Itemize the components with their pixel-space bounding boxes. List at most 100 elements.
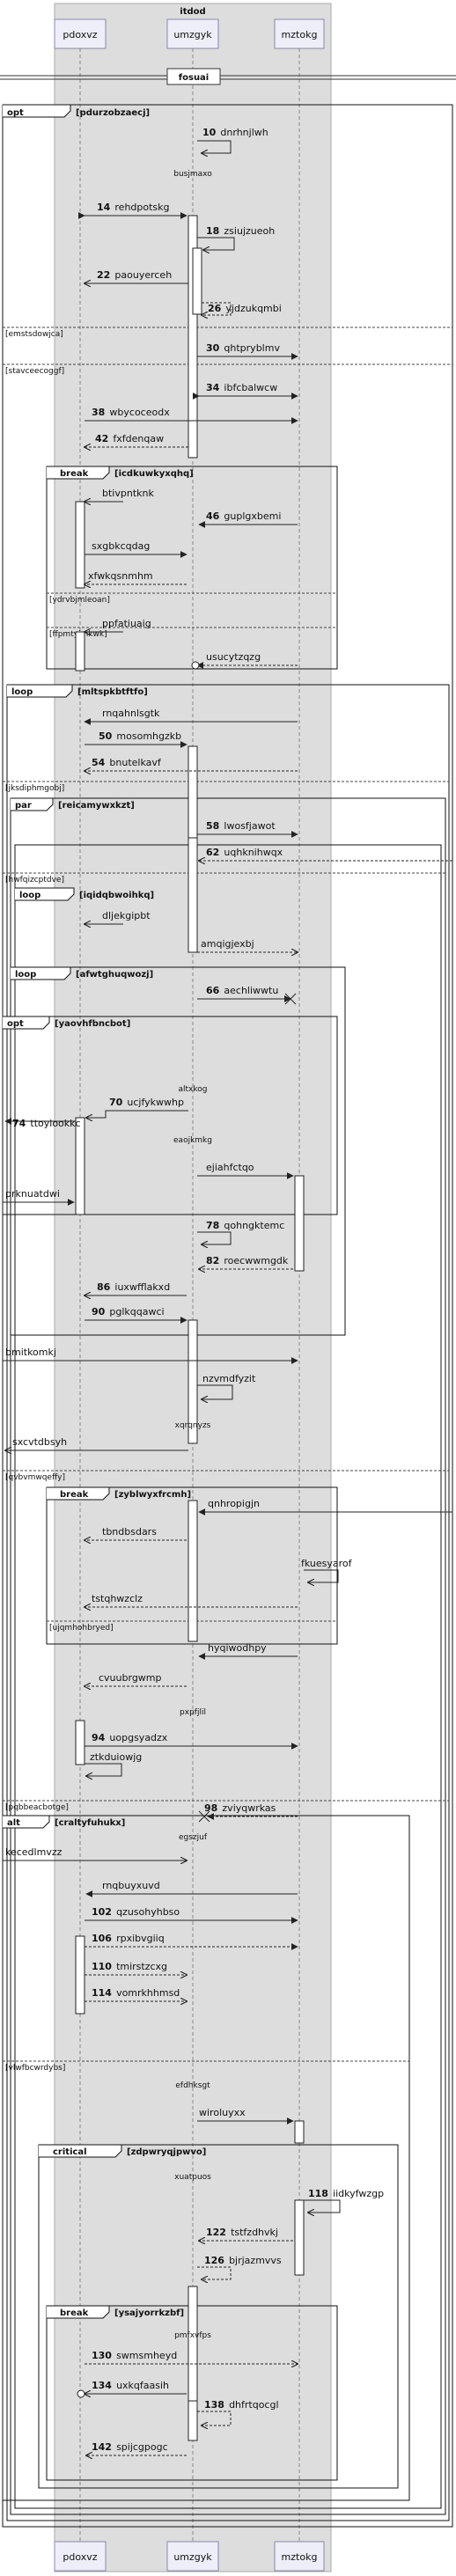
participant-head-pdoxvz[interactable]: pdoxvz <box>54 18 107 49</box>
frame-condition: [craltyfuhukx] <box>55 1818 125 1828</box>
msg-label: 86 iuxwfflakxd <box>97 1277 170 1294</box>
note: pmfxvfps <box>174 2331 211 2340</box>
note: altxkog <box>179 1085 208 1094</box>
frame-condition: [yaovhfbncbot] <box>55 1019 130 1029</box>
msg-label: 22 paouyerceh <box>97 265 172 282</box>
msg-label: 70 ucjfykwwhp <box>109 1092 184 1109</box>
section-label: [stavceecoggf] <box>5 367 64 376</box>
frame-condition: [icdkuwkyxqhq] <box>114 469 194 479</box>
msg-label: rnqbuyxuvd <box>102 1880 160 1891</box>
msg-label: btivpntknk <box>102 488 154 499</box>
frame-loop-3: loop [afwtghuqwozj] <box>10 966 346 1336</box>
msg-label: 138 dhfrtqocgl <box>204 2395 279 2411</box>
msg-label: 126 bjrjazmvvs <box>204 2250 282 2267</box>
msg-label: usucytzqzg <box>206 651 261 663</box>
msg-label: tstqhwzclz <box>92 1593 143 1604</box>
participant-label: pdoxvz <box>63 29 97 40</box>
participant-label: pdoxvz <box>63 2551 97 2563</box>
msg-label: 66 aechliwwtu <box>206 980 278 997</box>
section-label: [hwfqizcptdve] <box>5 876 64 884</box>
msg-label: 46 guplgxbemi <box>206 506 281 523</box>
msg-label: 90 pglkqqawci <box>92 1302 165 1318</box>
msg-label: 122 tstfzdhvkj <box>206 2222 278 2239</box>
lost-markers <box>77 661 297 2398</box>
participant-foot-mztokg[interactable]: mztokg <box>274 2541 325 2572</box>
participant-head-mztokg[interactable]: mztokg <box>274 18 325 49</box>
frame-condition: [iqidqbwoihkq] <box>79 891 154 900</box>
note: busjmaxo <box>173 170 212 179</box>
msg-label: hyqiwodhpy <box>208 1642 267 1654</box>
msg-label: 78 qohngktemc <box>206 1215 284 1232</box>
participant-head-umzgyk[interactable]: umzgyk <box>166 18 219 49</box>
messages <box>3 140 452 2455</box>
msg-label: bmitkomkj <box>5 1347 56 1358</box>
msg-label: 42 fxfdenqaw <box>95 429 164 445</box>
msg-label: 54 bnutelkavf <box>92 752 162 769</box>
frame-loop-2: loop [iqidqbwoihkq] <box>15 887 154 901</box>
frame-break-1: break [icdkuwkyxqhq] <box>46 466 338 670</box>
msg-label: 82 roecwwmgdk <box>206 1251 289 1267</box>
section-vlwfbcwrdybs: [vlwfbcwrdybs] <box>3 2060 409 2073</box>
note: xuatpuos <box>174 2173 211 2182</box>
msg-label: kecedlmvzz <box>5 1846 63 1858</box>
section-ydrvbjmleoan: [ydrvbjmleoan] <box>47 592 337 605</box>
section-label: [ujqmhohbryed] <box>49 1624 114 1633</box>
frame-condition: [zdpwryqjpwvo] <box>127 2147 206 2157</box>
note: efdhksgt <box>175 2081 210 2090</box>
msg-label: nzvmdfyzit <box>202 1373 256 1384</box>
msg-label: 26 yjdzukqmbi <box>208 298 282 315</box>
note: pxpfjlil <box>180 1708 206 1717</box>
msg-label: 94 uopgsyadzx <box>92 1728 168 1744</box>
msg-label: 14 rehdpotskg <box>97 197 170 214</box>
msg-label: 30 qhtpryblmv <box>206 338 280 355</box>
section-label: [qvbvmwqeffy] <box>5 1473 65 1482</box>
msg-label: 114 vomrkhhmsd <box>92 1983 180 2000</box>
section-label: [emstsdowjca] <box>5 330 63 339</box>
frame-tag: opt <box>7 1019 24 1029</box>
divider: fosuai <box>0 68 456 85</box>
msg-label: 34 ibfcbalwcw <box>206 378 277 394</box>
msg-label: xfwkqsnmhm <box>88 570 153 582</box>
msg-label: 102 qzusohyhbso <box>92 1902 180 1919</box>
frame-loop-1: loop [mltspkbtftfo] <box>7 684 148 698</box>
participant-foot-pdoxvz[interactable]: pdoxvz <box>54 2541 107 2572</box>
msg-label: 38 wbycoceodx <box>92 402 170 419</box>
msg-label: sxcvtdbsyh <box>12 1436 67 1448</box>
box-title: itdod <box>180 7 205 17</box>
frame-alt-1: alt [craltyfuhukx] <box>2 1815 410 2501</box>
frame-condition: [mltspkbtftfo] <box>77 687 148 697</box>
frame-tag: critical <box>53 2147 87 2157</box>
msg-label: rnqahnlsgtk <box>102 708 160 719</box>
frame-tag: loop <box>19 891 40 900</box>
msg-label: 142 spijcgpogc <box>92 2437 168 2454</box>
participant-label: umzgyk <box>173 2551 212 2563</box>
note: xqrqnyzs <box>175 1421 211 1430</box>
notes: busjmaxo altxkog eaojkmkg xqrqnyzs pxpfj… <box>173 170 212 2340</box>
msg-label: tbndbsdars <box>102 1526 157 1538</box>
participant-foot-umzgyk[interactable]: umzgyk <box>166 2541 219 2572</box>
section-label: [ydrvbjmleoan] <box>49 596 110 605</box>
frame-condition: [afwtghuqwozj] <box>76 970 153 980</box>
frame-opt-1: opt [pdurzobzaecj] <box>3 104 150 118</box>
frame-stack-lines <box>2 104 453 2528</box>
section-qvbvmwqeffy: [qvbvmwqeffy] <box>3 1470 449 1482</box>
msg-label: ejiahfctqo <box>206 1162 254 1173</box>
msg-label: 10 dnrhnjlwh <box>202 122 268 139</box>
frame-tag: par <box>15 801 32 811</box>
participant-label: mztokg <box>282 29 318 40</box>
msg-label: prknuatdwi <box>5 1188 60 1200</box>
section-hwfqizcptdve: [hwfqizcptdve] <box>3 872 445 884</box>
participant-label: umzgyk <box>173 29 212 40</box>
msg-label: qnhropigjn <box>208 1498 260 1509</box>
section-label: [jksdiphmgobj] <box>5 784 64 793</box>
msg-label: ppfatiuaig <box>102 618 151 629</box>
msg-label: amqigjexbj <box>201 938 254 950</box>
msg-label: 18 zsiujzueoh <box>206 221 275 238</box>
msg-label: cvuubrgwmp <box>99 1672 162 1684</box>
msg-label: 98 zviyqwrkas <box>204 1798 276 1815</box>
frame-opt-2: opt [yaovhfbncbot] <box>2 1016 338 1215</box>
activations <box>75 215 305 2441</box>
frame-tag: break <box>60 2308 89 2318</box>
section-jksdiphmgobj: [jksdiphmgobj] <box>3 781 449 793</box>
msg-label: 118 iidkyfwzgp <box>308 2183 384 2200</box>
